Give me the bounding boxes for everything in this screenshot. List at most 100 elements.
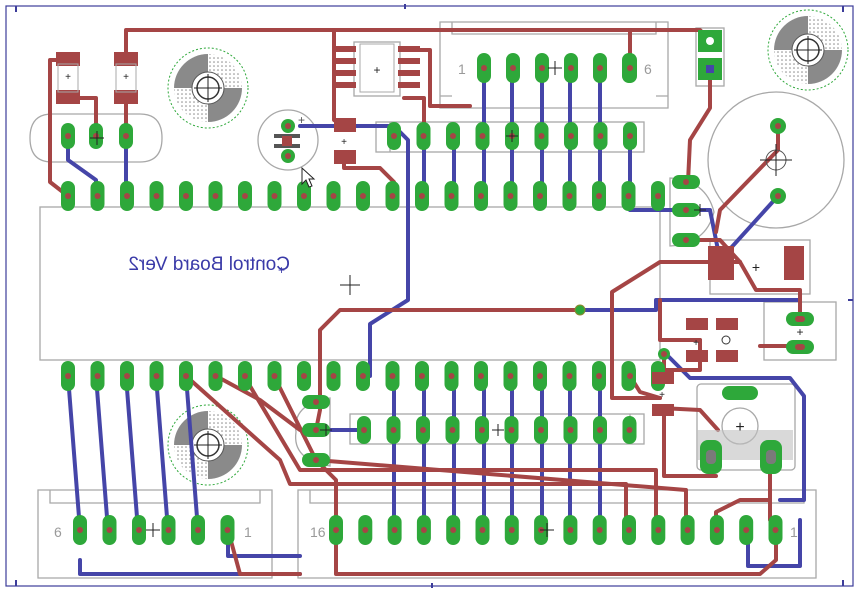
- ic-pin-bottom-drill: [212, 373, 219, 379]
- bottom-right-header-pin-drill: [772, 527, 779, 533]
- bottom-right-header-pin-drill: [713, 527, 720, 533]
- ic-pin-top-drill: [94, 193, 101, 199]
- bottom-right-header-pin-drill: [684, 527, 691, 533]
- bottom-right-header-outline: [297, 489, 817, 579]
- title-origin-mark: +: [278, 263, 285, 277]
- mouse-pointer-icon: [301, 166, 316, 188]
- smd-components: + + + + +: [56, 30, 814, 474]
- bottom-right-header-pin-drill: [362, 527, 369, 533]
- via-pad-drill: [627, 373, 633, 379]
- bottom-right-header-pin-drill: [626, 527, 632, 533]
- resistor-network-pin-drill: [597, 427, 603, 433]
- svg-text:+: +: [735, 419, 744, 436]
- electrolytic-cap-outline: [257, 109, 319, 171]
- ic-pin-top-drill: [655, 193, 661, 199]
- resistor-network-pin-drill: [479, 133, 486, 139]
- ic-pin-bottom-drill: [65, 373, 71, 379]
- bottom-right-header-pin-drill: [420, 527, 427, 533]
- svg-text:+: +: [341, 137, 347, 148]
- top-header-pin-drill: [597, 65, 603, 71]
- cap-pin-drill: [285, 123, 291, 129]
- ic-pin-bottom-drill: [153, 373, 160, 379]
- ic-pin-top-drill: [537, 193, 543, 199]
- ic-pin-top-drill: [360, 193, 366, 199]
- ic-pin-bottom-drill: [596, 373, 602, 379]
- resistor-network-pin-drill: [361, 427, 367, 433]
- resistor-network-pin-drill: [420, 133, 427, 139]
- board-title: Control Board Ver2: [128, 254, 290, 275]
- ic-pin-bottom-drill: [537, 373, 543, 379]
- via: [574, 304, 586, 316]
- mounting-hole-icon: [167, 404, 249, 486]
- resistor-network-pin-drill: [450, 133, 456, 139]
- ic-pin-top-drill: [124, 193, 130, 199]
- trimmer-pot-outline: [696, 383, 796, 471]
- bottom-left-header-pin-drill: [224, 527, 231, 533]
- ic-pin-top-drill: [566, 193, 573, 199]
- bottom-left-header-pin-drill: [136, 527, 142, 533]
- ic-pin-top-drill: [183, 193, 189, 199]
- svg-text:+: +: [373, 63, 380, 77]
- svg-text:+: +: [298, 113, 305, 127]
- bottom-right-header-pin-drill: [333, 527, 339, 533]
- ic-pin-bottom-drill: [271, 373, 278, 379]
- svg-text:+: +: [659, 390, 665, 401]
- right-connector: +: [786, 312, 814, 354]
- ic-pin-bottom-drill: [389, 373, 396, 379]
- buzzer: [760, 144, 792, 176]
- smd-capacitor-c2: +: [114, 52, 138, 104]
- buzzer-pin-drill: [775, 193, 781, 199]
- ic-pin-top-drill: [153, 193, 160, 199]
- ic-pin-top-drill: [507, 193, 514, 199]
- ic-pin-bottom-drill: [330, 373, 337, 379]
- resistor-network-pin-drill: [597, 133, 604, 139]
- resistor-network-pin-drill: [479, 427, 485, 433]
- voltage-regulator: +: [708, 246, 804, 280]
- ic-pin-top-drill: [625, 193, 632, 199]
- resistor-network-pin-drill: [538, 427, 544, 433]
- bottom-left-header-first-pin-label: 6: [54, 524, 62, 540]
- svg-text:+: +: [693, 338, 699, 349]
- svg-text:+: +: [65, 72, 71, 83]
- transistor-pin-drill: [313, 399, 319, 405]
- resistor-network-pin-drill: [449, 427, 456, 433]
- bottom-right-header-last-pin-label: 1: [790, 524, 798, 540]
- ic-pin-bottom-drill: [478, 373, 484, 379]
- smd-resistor-pair: +: [686, 318, 738, 362]
- board-frame: [5, 4, 854, 588]
- transistor-pin-drill: [683, 207, 689, 213]
- ic-pin-top-drill: [478, 193, 484, 199]
- top-header-pin-drill: [510, 65, 516, 71]
- mounting-hole-icon: [167, 47, 249, 129]
- bottom-right-header-pin-drill: [655, 527, 662, 533]
- header-pin-labels: 1 6 6 1 16 1: [54, 61, 798, 540]
- crystal-pin-drill: [123, 133, 129, 139]
- mounting-holes: [167, 9, 849, 486]
- resistor-network-pin-drill: [390, 427, 397, 433]
- mounting-hole-icon: [767, 9, 849, 91]
- cap-pin-drill: [285, 153, 291, 159]
- through-hole-pads: [61, 53, 786, 545]
- electrolytic-capacitor: +: [274, 113, 305, 148]
- resistor-network-pin-drill: [391, 133, 397, 139]
- buzzer-outline: [707, 91, 845, 229]
- transistor-pin-drill: [313, 457, 319, 463]
- via-pad-drill: [661, 351, 667, 357]
- resistor-network-pin-drill: [538, 133, 545, 139]
- transistor-pin-drill: [313, 427, 319, 433]
- ic-pin-bottom-drill: [301, 373, 307, 379]
- crystal-outline: [29, 113, 163, 163]
- top-header-pin-drill: [627, 65, 633, 71]
- soic-chip: +: [334, 43, 420, 93]
- top-header-pin-drill: [568, 65, 574, 71]
- transistor-pin-drill: [683, 179, 689, 185]
- resistor-network-pin-drill: [567, 427, 574, 433]
- ic-pin-bottom-drill: [419, 373, 425, 379]
- ic-pin-bottom-drill: [242, 373, 248, 379]
- top-header-first-pin-label: 1: [458, 61, 466, 77]
- svg-text:+: +: [123, 72, 129, 83]
- ic-pin-top-drill: [65, 193, 71, 199]
- ic-pin-top-drill: [389, 193, 396, 199]
- bottom-left-header-pin-drill: [77, 527, 83, 533]
